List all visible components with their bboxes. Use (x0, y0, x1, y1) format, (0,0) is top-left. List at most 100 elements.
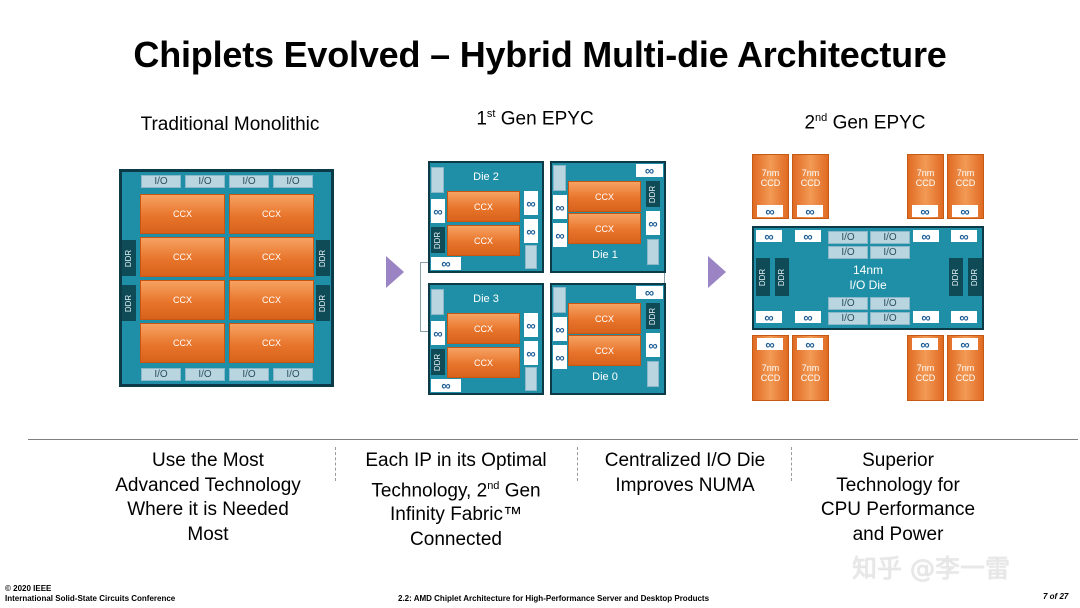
infinity-icon: ∞ (646, 333, 660, 357)
io-die-label-node: 14nm (852, 263, 884, 277)
slide-title: Chiplets Evolved – Hybrid Multi-die Arch… (133, 34, 947, 75)
heading-1st-text: Gen EPYC (495, 108, 594, 130)
caption-4-line: CPU Performance (820, 499, 976, 520)
heading-1st-gen: 1st Gen EPYC (430, 108, 640, 130)
arrow-right-icon (708, 256, 726, 288)
ddr-block: DDR (431, 227, 445, 253)
ccx-block: CCX (140, 280, 225, 320)
infinity-icon: ∞ (797, 205, 823, 218)
caption-1-line: Advanced Technology (115, 474, 301, 496)
watermark: 知乎 @李一雷 (852, 554, 1010, 583)
fabric-link (420, 262, 428, 263)
caption-4: Superior Technology for CPU Performance … (798, 449, 998, 547)
io-block: I/O (828, 246, 868, 259)
fabric-link (420, 262, 421, 332)
infinity-icon: ∞ (795, 311, 821, 324)
ddr-block: DDR (968, 258, 982, 296)
infinity-icon: ∞ (553, 317, 567, 341)
ccx-block: CCX (447, 191, 520, 222)
caption-2-sup: nd (487, 479, 500, 492)
ddr-block: DDR (949, 258, 963, 296)
infinity-icon: ∞ (524, 341, 538, 365)
ccx-block: CCX (447, 313, 520, 344)
ddr-block: DDR (775, 258, 789, 296)
footer-copyright: © 2020 IEEE (5, 584, 52, 593)
infinity-icon: ∞ (795, 230, 821, 243)
io-block (647, 239, 659, 265)
caption-3-line: Centralized I/O Die (604, 450, 766, 471)
infinity-icon: ∞ (952, 338, 978, 351)
io-block: I/O (870, 312, 910, 325)
caption-1-line: Most (187, 523, 229, 545)
ccx-block: CCX (568, 181, 641, 212)
caption-3: Centralized I/O Die Improves NUMA (585, 449, 785, 498)
die-label: Die 2 (473, 171, 499, 183)
heading-2nd-num: 2 (804, 112, 816, 134)
io-block: I/O (229, 175, 269, 188)
io-block: I/O (141, 175, 181, 188)
io-block: I/O (828, 231, 868, 244)
caption-2-line: Each IP in its Optimal (365, 450, 547, 471)
ccx-block: CCX (140, 323, 225, 363)
io-block: I/O (828, 312, 868, 325)
caption-1-line: Use the Most (152, 450, 264, 471)
ddr-block: DDR (316, 285, 330, 321)
io-block (431, 289, 444, 315)
ccx-block: CCX (568, 335, 641, 366)
io-block: I/O (870, 246, 910, 259)
ccd-label: 7nm CCD (955, 168, 976, 188)
infinity-icon: ∞ (636, 164, 663, 177)
infinity-icon: ∞ (951, 230, 977, 243)
io-block (553, 165, 566, 191)
ccx-block: CCX (568, 213, 641, 244)
heading-2nd-sup: nd (815, 112, 828, 124)
ccd-label: 7nm CCD (800, 363, 821, 383)
footer-conference: International Solid-State Circuits Confe… (5, 594, 176, 603)
caption-4-line: Superior (862, 450, 934, 471)
ccx-block: CCX (229, 194, 314, 234)
ccx-block: CCX (140, 237, 225, 277)
caption-2-text: Gen (499, 479, 541, 501)
io-block: I/O (273, 368, 313, 381)
heading-2nd-gen: 2nd Gen EPYC (760, 112, 970, 134)
io-block: I/O (185, 175, 225, 188)
caption-2-line: Infinity Fabric™ (390, 504, 522, 526)
heading-2nd-text: Gen EPYC (827, 112, 926, 134)
caption-separator (335, 447, 336, 481)
ddr-block: DDR (122, 240, 136, 276)
caption-1-line: Where it is Needed (127, 499, 289, 520)
divider (28, 439, 1078, 440)
io-block: I/O (870, 231, 910, 244)
infinity-icon: ∞ (913, 230, 939, 243)
arrow-right-icon (386, 256, 404, 288)
io-block (647, 361, 659, 387)
ccx-block: CCX (229, 237, 314, 277)
infinity-icon: ∞ (524, 219, 538, 243)
caption-2: Each IP in its Optimal Technology, 2nd G… (342, 449, 570, 552)
infinity-icon: ∞ (431, 379, 461, 392)
ddr-block: DDR (122, 285, 136, 321)
io-block: I/O (273, 175, 313, 188)
die-label: Die 3 (473, 293, 499, 305)
infinity-icon: ∞ (431, 257, 461, 270)
ccx-block: CCX (229, 323, 314, 363)
io-block: I/O (229, 368, 269, 381)
caption-4-line: and Power (852, 523, 944, 545)
infinity-icon: ∞ (951, 311, 977, 324)
infinity-icon: ∞ (524, 191, 538, 215)
ddr-block: DDR (756, 258, 770, 296)
caption-2-line: Connected (410, 528, 502, 550)
ccd-label: 7nm CCD (915, 363, 936, 383)
ccd-label: 7nm CCD (760, 168, 781, 188)
io-block: I/O (141, 368, 181, 381)
caption-1: Use the Most Advanced Technology Where i… (88, 449, 328, 547)
caption-4-line: Technology for (836, 474, 960, 496)
footer-left: © 2020 IEEE International Solid-State Ci… (5, 584, 175, 604)
infinity-icon: ∞ (913, 311, 939, 324)
io-die-body (754, 228, 982, 328)
ddr-block: DDR (431, 349, 445, 375)
io-block (525, 367, 537, 391)
io-block: I/O (828, 297, 868, 310)
ccx-block: CCX (447, 347, 520, 378)
infinity-icon: ∞ (431, 321, 445, 345)
